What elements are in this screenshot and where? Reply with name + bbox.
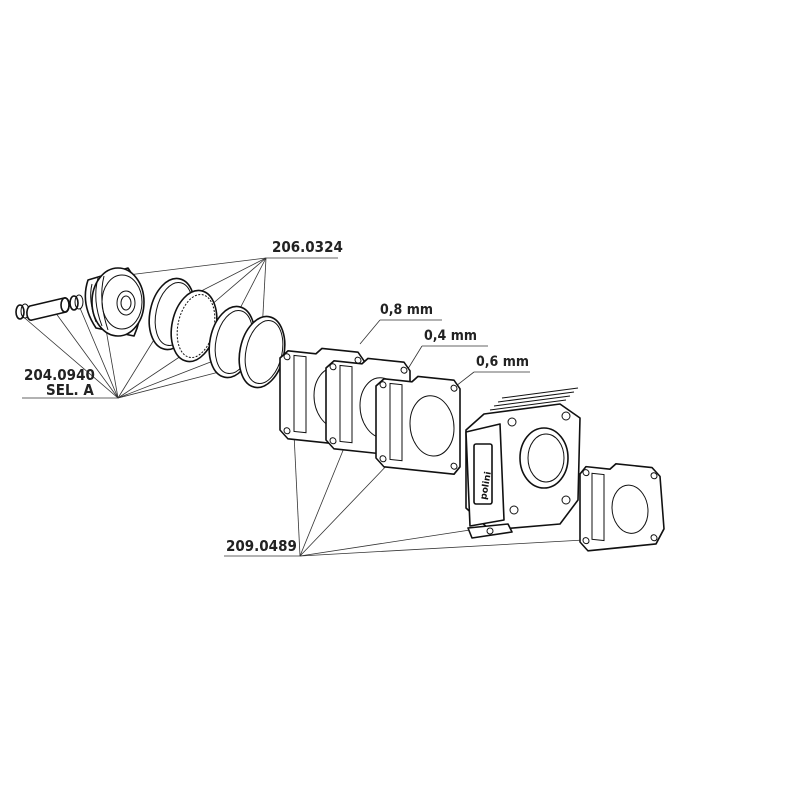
piston — [84, 267, 145, 337]
label-gasket-08: 0,8 mm — [380, 302, 433, 318]
exhaust-gasket — [467, 523, 513, 539]
label-gasket-kit: 209.0489 — [226, 537, 297, 555]
leader-lines — [19, 257, 585, 557]
label-pin-sel: SEL. A — [46, 381, 94, 399]
cylinder: polini — [465, 387, 581, 531]
piston-ring-2 — [170, 289, 218, 363]
label-rings-kit: 206.0324 — [272, 238, 343, 256]
piston-pin — [26, 297, 70, 321]
pin-clip-right — [69, 294, 84, 311]
base-gasket — [579, 462, 665, 552]
cylinder-brand-mark: polini — [479, 471, 494, 501]
gasket-3 — [375, 375, 461, 476]
label-pin-kit: 204.0940 — [24, 366, 95, 384]
label-gasket-06: 0,6 mm — [476, 354, 529, 370]
label-gasket-04: 0,4 mm — [424, 328, 477, 344]
